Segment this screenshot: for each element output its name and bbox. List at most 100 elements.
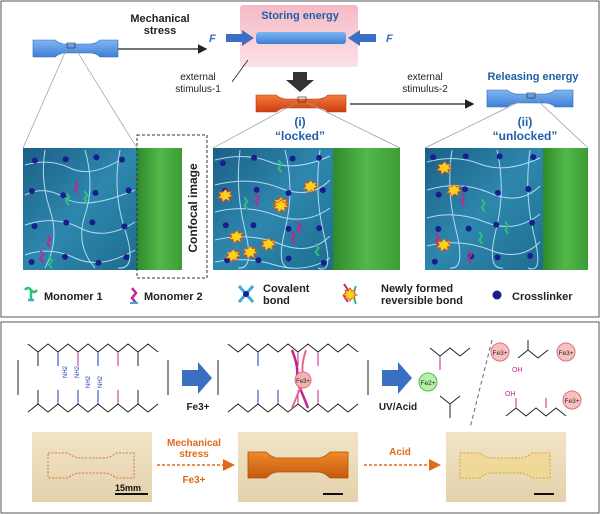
crosslinker-dot: [251, 154, 258, 161]
fe2-ion-label: Fe2+: [421, 380, 436, 387]
reversible-bond-mark: [241, 245, 259, 260]
scale-bar-label: 15mm: [115, 483, 141, 493]
monomer-2-mark: [254, 193, 260, 207]
crosslinker-dot: [530, 154, 537, 161]
crosslinker-dot: [496, 153, 503, 160]
confocal-image-initial: [137, 148, 182, 270]
crosslinker-dot: [316, 154, 323, 161]
state-i-index: (i): [294, 115, 305, 129]
photo-fe3-label: Fe3+: [182, 475, 205, 486]
fe3-ion-a: [490, 342, 510, 362]
chem-labels-initial: NH2 NH2 NH2 NH2: [63, 365, 104, 388]
reversible-bond-mark: [272, 198, 290, 214]
monomer-2-mark: [46, 234, 52, 248]
reversible-bond-mark: [224, 248, 242, 263]
crosslinker-dot: [285, 225, 292, 232]
crosslinker-dot: [435, 226, 442, 232]
monomer-2-mark: [73, 180, 80, 194]
oh-label-b: OH: [505, 391, 516, 398]
fe3-ion-locked: [294, 371, 312, 389]
force-arrow-right: [348, 30, 376, 46]
crosslinker-dot: [285, 190, 292, 196]
state-i-label: “locked”: [275, 129, 325, 143]
force-arrow-left: [226, 30, 254, 46]
force-label-right: F: [386, 33, 393, 45]
crosslinker-dot: [95, 259, 102, 266]
svg-text:NH2: NH2: [98, 375, 104, 388]
monomer-1-mark: [477, 231, 484, 245]
crosslinker-dot: [31, 157, 38, 164]
crosslinker-dot: [465, 225, 472, 232]
crosslinker-label: Crosslinker: [512, 291, 573, 303]
photo-initial: [32, 432, 152, 502]
confocal-image-unlocked: [543, 148, 588, 270]
crosslinker-dot: [250, 222, 257, 229]
crosslinker-dot: [462, 186, 468, 193]
crosslinker-dot: [121, 223, 128, 230]
crosslinker-dot: [493, 221, 500, 228]
uv-acid-arrow: [382, 362, 412, 394]
stimulus-1-leader: [231, 59, 249, 83]
crosslinker-dot: [224, 257, 231, 264]
monomer-1-icon: [24, 286, 38, 302]
crosslinker-dot: [89, 219, 96, 226]
network-marks: [28, 153, 537, 270]
crosslinker-dot: [92, 189, 99, 196]
oh-label-a: OH: [512, 367, 523, 374]
chem-structure-initial: [17, 343, 169, 413]
crosslinker-icon: [492, 290, 502, 300]
reversible-bond-mark: [228, 229, 245, 245]
crosslinker-dot: [527, 252, 534, 259]
monomer-1-mark: [277, 159, 283, 173]
crosslinker-dot: [431, 258, 438, 265]
photo-acid-label: Acid: [389, 447, 411, 458]
reversible-bond-mark: [445, 183, 463, 198]
monomer-2-icon: [130, 287, 138, 304]
reversible-bond-mark: [259, 237, 277, 252]
crosslinker-dot: [319, 187, 326, 194]
network-panel-initial: [23, 148, 137, 270]
crosslinker-dot: [255, 257, 262, 264]
crosslinker-dot: [31, 223, 38, 230]
monomer-1-mark: [314, 243, 320, 257]
crosslinker-dot: [28, 259, 35, 265]
chem-structure-locked: [217, 343, 369, 413]
monomer-1-mark: [480, 198, 487, 213]
confocal-dashed-box: [136, 134, 208, 279]
crosslinker-dot: [430, 154, 437, 161]
crosslinker-dot: [320, 259, 327, 266]
reversible-bond-mark: [435, 160, 453, 176]
reversible-bond-icon: [342, 283, 358, 305]
monomer-2-mark: [39, 250, 45, 264]
crosslinker-dot: [316, 225, 323, 232]
monomer-2-label: Monomer 2: [144, 291, 203, 303]
unlocked-blue-strip: [486, 89, 574, 108]
crosslinker-dot: [62, 156, 69, 163]
crosslinker-dot: [285, 255, 292, 262]
fe3-ion-c: [562, 390, 582, 410]
monomer-1-mark: [47, 256, 54, 270]
crosslinker-dot: [125, 187, 132, 194]
photo-unlocked-sample: [459, 452, 551, 479]
crosslinker-dot: [119, 156, 125, 163]
fe3-ion-c-label: Fe3+: [565, 398, 580, 405]
svg-text:NH2: NH2: [63, 365, 69, 378]
covalent-bond-icon: [237, 285, 255, 303]
crosslinker-dot: [494, 254, 501, 261]
monomer-2-mark: [290, 231, 296, 245]
crosslinker-dot: [62, 253, 68, 260]
reversible-bond-mark: [302, 179, 319, 194]
locked-orange-strip: [255, 94, 347, 113]
product-divider: [469, 339, 493, 429]
releasing-energy-label: Releasing energy: [487, 71, 579, 83]
crosslinker-dot: [219, 160, 226, 167]
crosslinker-dot: [60, 192, 67, 199]
state-ii-label: “unlocked”: [493, 129, 558, 143]
crosslinker-dot: [63, 219, 70, 226]
